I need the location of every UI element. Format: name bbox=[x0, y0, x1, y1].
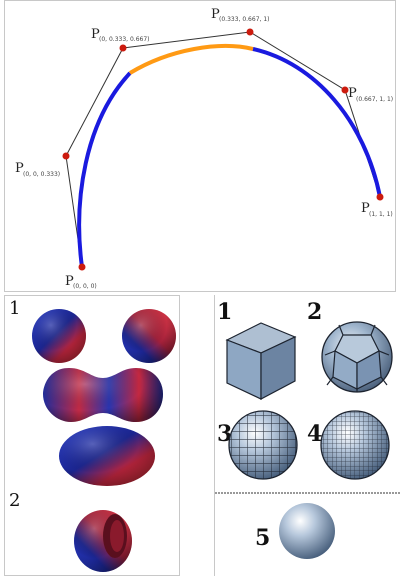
point-label-2: P (0, 0.333, 0.667) bbox=[91, 27, 149, 43]
label-4: 4 bbox=[307, 421, 322, 447]
label-3: 3 bbox=[217, 421, 232, 447]
bezier-panel: P (0, 0, 0) P (0, 0, 0.333) P (0, 0.333,… bbox=[4, 0, 396, 292]
svg-text:(0.333, 0.667, 1): (0.333, 0.667, 1) bbox=[219, 16, 269, 23]
label-1: 1 bbox=[217, 299, 232, 325]
label-2: 2 bbox=[9, 490, 20, 511]
subdivision-diagram: 1 2 3 4 5 bbox=[215, 299, 400, 559]
smooth-sphere bbox=[279, 503, 335, 559]
svg-text:(0, 0.333, 0.667): (0, 0.333, 0.667) bbox=[99, 36, 149, 43]
control-point-1 bbox=[62, 152, 70, 160]
label-2: 2 bbox=[307, 299, 322, 325]
point-label-5: P (1, 1, 1) bbox=[361, 201, 393, 218]
svg-text:P: P bbox=[348, 86, 357, 101]
subdivided-sphere-coarse bbox=[228, 410, 298, 480]
svg-text:(0.667, 1, 1): (0.667, 1, 1) bbox=[356, 96, 393, 103]
subdivision-panel: 1 2 3 4 5 bbox=[214, 295, 400, 576]
control-point-5 bbox=[376, 193, 384, 201]
label-1: 1 bbox=[9, 298, 20, 319]
point-label-3: P (0.333, 0.667, 1) bbox=[211, 7, 269, 23]
svg-text:(0, 0, 0): (0, 0, 0) bbox=[73, 283, 97, 290]
label-5: 5 bbox=[255, 525, 270, 551]
metaball-panel: 1 2 bbox=[4, 295, 180, 576]
svg-text:P: P bbox=[15, 161, 24, 176]
metaball-diagram: 1 2 bbox=[9, 298, 176, 572]
subdivided-sphere-fine bbox=[320, 410, 390, 480]
control-polygon bbox=[65, 31, 381, 268]
control-point-2 bbox=[119, 44, 127, 52]
control-point-3 bbox=[246, 28, 254, 36]
subdivided-cube bbox=[321, 321, 393, 393]
curve-orange-middle bbox=[128, 44, 254, 75]
svg-text:(1, 1, 1): (1, 1, 1) bbox=[369, 211, 393, 218]
curve-blue-right bbox=[252, 47, 382, 198]
curve-blue-left bbox=[77, 71, 132, 268]
point-label-0: P (0, 0, 0) bbox=[65, 274, 97, 290]
bezier-diagram: P (0, 0, 0) P (0, 0, 0.333) P (0, 0.333,… bbox=[15, 7, 393, 290]
point-label-1: P (0, 0, 0.333) bbox=[15, 161, 60, 178]
control-point-4 bbox=[341, 86, 349, 94]
svg-text:P: P bbox=[91, 27, 100, 42]
svg-text:P: P bbox=[211, 7, 220, 22]
svg-text:P: P bbox=[361, 201, 370, 216]
cube-mesh bbox=[225, 322, 297, 400]
svg-text:(0, 0, 0.333): (0, 0, 0.333) bbox=[23, 171, 60, 178]
control-point-0 bbox=[78, 263, 86, 271]
svg-text:P: P bbox=[65, 274, 74, 289]
point-label-4: P (0.667, 1, 1) bbox=[348, 86, 393, 103]
